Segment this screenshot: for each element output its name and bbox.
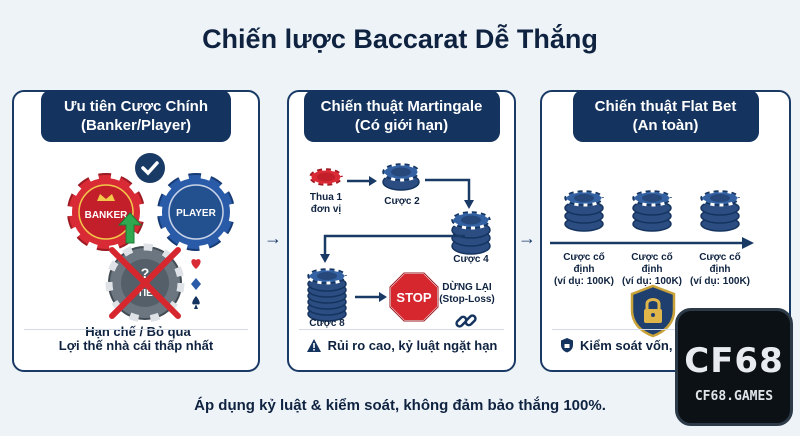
- single-chip: [308, 167, 344, 187]
- fixed-bet-label: Cược cố định(ví dụ: 100K): [689, 252, 750, 287]
- flow-arrow-icon: [320, 234, 465, 263]
- connector-arrow-icon: →: [518, 228, 536, 248]
- shield-icon: [630, 284, 676, 338]
- tie-chip-mark: ?: [141, 265, 150, 281]
- fixed-bet-label: Cược cố định(ví dụ: 100K): [621, 252, 682, 287]
- flow-arrow-icon: [425, 178, 474, 209]
- step-label: Cược 4: [453, 254, 489, 265]
- footer-text: Kiểm soát vốn, tra: [580, 337, 693, 353]
- panel-footer: Kiểm soát vốn, tra: [552, 329, 779, 360]
- panel-heading: Chiến thuật Martingale (Có giới hạn): [303, 90, 500, 142]
- chip-stack-2: [381, 162, 421, 191]
- logo-sub-text: CF68.GAMES: [694, 389, 774, 404]
- heading-line: Chiến thuật Martingale: [320, 98, 483, 115]
- step-label: Cược 8: [309, 318, 345, 329]
- tie-chip-label: TIE: [137, 288, 153, 299]
- chip-stack-fixed: [563, 189, 605, 232]
- broken-chain-icon: [455, 314, 477, 328]
- caption-limit: Hạn chế / Bỏ qua: [85, 324, 191, 339]
- heading-line: Ưu tiên Cược Chính: [64, 98, 208, 115]
- suit-icons: [191, 259, 201, 309]
- footer-text: Rủi ro cao, kỷ luật ngặt hạn: [327, 337, 498, 353]
- panel-heading: Ưu tiên Cược Chính (Banker/Player): [41, 90, 231, 142]
- x-cross-icon: [109, 247, 181, 319]
- footer-text: Lợi thế nhà cái thấp nhất: [58, 337, 214, 353]
- fixed-bet-label: Cược cố định(ví dụ: 100K): [553, 252, 614, 287]
- timeline-arrow-icon: [550, 237, 754, 249]
- banker-chip-label: BANKER: [85, 210, 129, 221]
- player-chip-label: PLAYER: [176, 208, 216, 219]
- checkmark-icon: [135, 153, 165, 183]
- chip-stack-8: [306, 267, 348, 322]
- heading-line: (Có giới hạn): [354, 117, 449, 134]
- shield-icon: [561, 338, 573, 353]
- panel-footer: Rủi ro cao, kỷ luật ngặt hạn: [299, 329, 504, 360]
- banker-chip: BANKER: [64, 170, 148, 254]
- disclaimer-note: Áp dụng kỷ luật & kiểm soát, không đảm b…: [194, 397, 606, 414]
- warning-icon: [306, 338, 321, 352]
- stop-loss-label: DỪNG LẠI(Stop-Loss): [439, 282, 495, 305]
- flow-arrow-icon: [355, 292, 387, 302]
- stop-sign-icon: STOP: [389, 272, 439, 322]
- chip-stack-4: [450, 210, 492, 255]
- chip-stack-fixed: [631, 189, 673, 232]
- heading-line: (An toàn): [632, 117, 699, 134]
- panel-main-bets: Ưu tiên Cược Chính (Banker/Player) BANKE…: [12, 90, 260, 372]
- panel-martingale: Chiến thuật Martingale (Có giới hạn) Thu…: [287, 90, 516, 372]
- stop-sign-label: STOP: [396, 290, 431, 305]
- connector-arrow-icon: →: [264, 228, 282, 248]
- heading-line: Chiến thuật Flat Bet: [594, 98, 737, 115]
- heading-line: (Banker/Player): [80, 117, 192, 134]
- panel-heading: Chiến thuật Flat Bet (An toàn): [572, 90, 759, 142]
- logo-main-text: CF68: [684, 341, 784, 381]
- panel-flat-bet: Chiến thuật Flat Bet (An toàn) Cược cố đ…: [540, 90, 791, 372]
- chip-stack-fixed: [699, 189, 741, 232]
- step-label: Cược 2: [384, 196, 420, 207]
- brand-logo: CF68 CF68.GAMES: [675, 308, 793, 426]
- panel-footer: Lợi thế nhà cái thấp nhất: [24, 329, 248, 360]
- page-title: Chiến lược Baccarat Dễ Thắng: [202, 24, 598, 54]
- up-arrow-icon: [117, 212, 143, 244]
- flow-arrow-icon: [347, 176, 377, 186]
- player-chip: PLAYER: [154, 170, 238, 254]
